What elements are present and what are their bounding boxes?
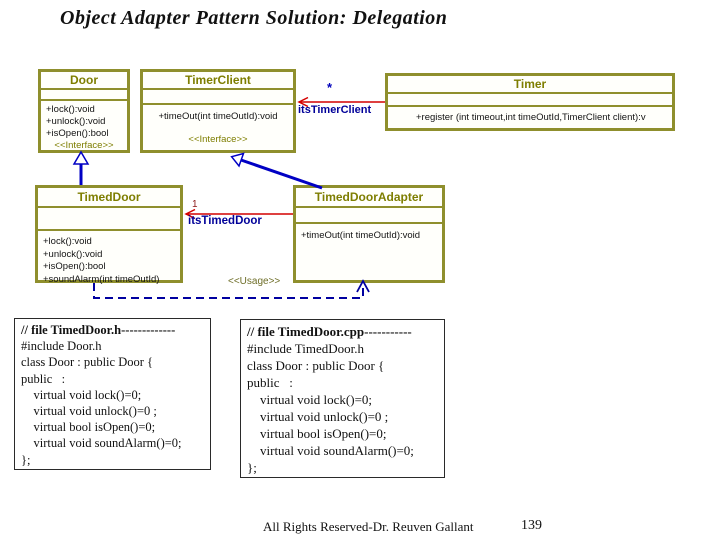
code-line: #include TimedDoor.h xyxy=(247,341,365,356)
class-name-door: Door xyxy=(41,72,127,90)
uml-method: +timeOut(int timeOutId):void xyxy=(158,111,278,122)
operations-compartment-timeddooradapter: +timeOut(int timeOutId):void xyxy=(296,224,442,280)
code-line: virtual bool isOpen()=0; xyxy=(247,426,387,441)
slide-title: Object Adapter Pattern Solution: Delegat… xyxy=(60,7,448,29)
attributes-compartment-timer xyxy=(388,94,672,107)
code-line: #include Door.h xyxy=(21,339,102,354)
class-name-timeddoor: TimedDoor xyxy=(38,188,180,208)
uml-method: +unlock():void xyxy=(46,116,106,127)
code-line: virtual bool isOpen()=0; xyxy=(21,420,156,435)
realization-line-adapter-timerclient xyxy=(240,158,323,190)
uml-method: +lock():void xyxy=(43,236,92,247)
code-title: // file TimedDoor.h------------- xyxy=(21,323,176,337)
stereotype-interface: <<Interface>> xyxy=(188,134,248,145)
class-name-timerclient: TimerClient xyxy=(143,72,293,90)
code-line: virtual void lock()=0; xyxy=(21,387,142,402)
role-label-itstimerclient: itsTimerClient xyxy=(298,104,372,116)
operations-compartment-timer: +register (int timeout,int timeOutId,Tim… xyxy=(388,107,672,128)
page-number: 139 xyxy=(521,518,542,533)
code-block-timeddoor-h: // file TimedDoor.h------------- #includ… xyxy=(14,318,211,470)
operations-compartment-door: +lock():void +unlock():void +isOpen():bo… xyxy=(41,101,127,156)
class-box-timer: Timer +register (int timeout,int timeOut… xyxy=(385,73,675,131)
class-box-timerclient: TimerClient +timeOut(int timeOutId):void… xyxy=(140,69,296,153)
footer-copyright: All Rights Reserved-Dr. Reuven Gallant xyxy=(263,519,474,534)
class-box-timeddooradapter: TimedDoorAdapter +timeOut(int timeOutId)… xyxy=(293,185,445,283)
uml-method: +register (int timeout,int timeOutId,Tim… xyxy=(416,112,646,123)
class-name-timer: Timer xyxy=(388,76,672,94)
code-line: public : xyxy=(21,371,66,386)
code-line: virtual void unlock()=0 ; xyxy=(247,409,389,424)
class-box-door: Door +lock():void +unlock():void +isOpen… xyxy=(38,69,130,153)
stereotype-usage-label: <<Usage>> xyxy=(228,276,281,287)
attributes-compartment-timeddooradapter xyxy=(296,208,442,224)
operations-compartment-timerclient: +timeOut(int timeOutId):void <<Interface… xyxy=(143,105,293,150)
multiplicity-one-label: 1 xyxy=(192,199,198,210)
code-line: virtual void soundAlarm()=0; xyxy=(247,443,414,458)
class-box-timeddoor: TimedDoor +lock():void +unlock():void +i… xyxy=(35,185,183,285)
attributes-compartment-door xyxy=(41,90,127,101)
realization-arrowhead-timerclient xyxy=(230,152,245,168)
code-line: virtual void soundAlarm()=0; xyxy=(21,436,182,451)
code-line: }; xyxy=(247,460,257,475)
multiplicity-star-label: * xyxy=(327,80,333,95)
code-title: // file TimedDoor.cpp----------- xyxy=(247,324,412,339)
uml-method: +unlock():void xyxy=(43,248,103,260)
stereotype-interface: <<Interface>> xyxy=(54,140,114,151)
uml-method: +soundAlarm(int timeOutId) xyxy=(43,273,160,285)
uml-method: +isOpen():bool xyxy=(43,261,106,272)
code-block-timeddoor-cpp: // file TimedDoor.cpp----------- #includ… xyxy=(240,319,445,478)
uml-method: +timeOut(int timeOutId):void xyxy=(301,230,421,241)
code-line: class Door : public Door { xyxy=(247,358,385,373)
uml-method: +lock():void xyxy=(46,104,95,115)
code-line: class Door : public Door { xyxy=(21,355,154,370)
attributes-compartment-timeddoor xyxy=(38,208,180,231)
role-label-itstimeddoor: itsTimedDoor xyxy=(188,215,262,227)
uml-method: +isOpen():bool xyxy=(46,128,109,139)
operations-compartment-timeddoor: +lock():void +unlock():void +isOpen():bo… xyxy=(38,231,180,288)
code-line: virtual void unlock()=0 ; xyxy=(21,404,157,419)
attributes-compartment-timerclient xyxy=(143,90,293,105)
code-line: public : xyxy=(247,375,293,390)
code-line: virtual void lock()=0; xyxy=(247,392,373,407)
code-line: }; xyxy=(21,452,31,467)
class-name-timeddooradapter: TimedDoorAdapter xyxy=(296,188,442,208)
